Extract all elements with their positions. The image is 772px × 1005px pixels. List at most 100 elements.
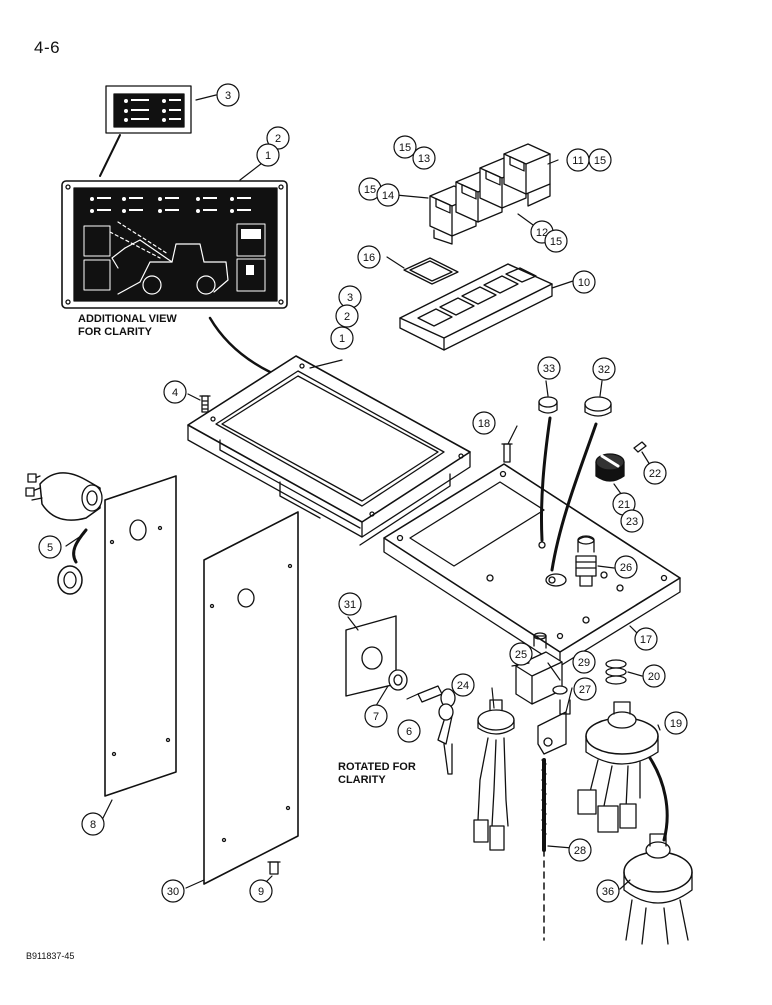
- callout-number: 1: [339, 333, 345, 345]
- callout-5: 5: [38, 535, 62, 559]
- callout-16: 16: [357, 245, 381, 269]
- callout-number: 1: [265, 150, 271, 162]
- callout-number: 24: [457, 680, 469, 692]
- callout-6: 6: [397, 719, 421, 743]
- callout-circle: [357, 245, 381, 269]
- callout-number: 23: [626, 516, 638, 528]
- callout-3: 3: [338, 285, 362, 309]
- callout-number: 10: [578, 277, 590, 289]
- callout-circle: [376, 183, 400, 207]
- callout-number: 4: [172, 387, 178, 399]
- ignition-switch: [25, 472, 103, 521]
- callout-15: 15: [393, 135, 417, 159]
- callout-28: 28: [568, 838, 592, 862]
- callout-circle: [472, 411, 496, 435]
- callout-number: 20: [648, 671, 660, 683]
- callout-number: 19: [670, 718, 682, 730]
- instrument-panel-bezel: [187, 355, 471, 546]
- callout-number: 3: [225, 90, 231, 102]
- callout-circle: [249, 879, 273, 903]
- callout-15: 15: [544, 229, 568, 253]
- callout-number: 31: [344, 599, 356, 611]
- callout-circle: [643, 461, 667, 485]
- callout-circle: [620, 509, 644, 533]
- callout-13: 13: [412, 146, 436, 170]
- callout-number: 14: [382, 190, 394, 202]
- callout-24: 24: [451, 673, 475, 697]
- side-panel-part-8: [104, 475, 177, 797]
- callout-number: 9: [258, 886, 264, 898]
- callout-19: 19: [664, 711, 688, 735]
- nut-part-7: [388, 669, 408, 691]
- callout-number: 28: [574, 845, 586, 857]
- callout-number: 33: [543, 363, 555, 375]
- callout-2: 2: [335, 304, 359, 328]
- warning-decal-part-3: [105, 85, 192, 134]
- callout-number: 32: [598, 364, 610, 376]
- callout-circle: [81, 812, 105, 836]
- callout-number: 3: [347, 292, 353, 304]
- callout-number: 15: [399, 142, 411, 154]
- note-line: ADDITIONAL VIEW: [78, 313, 177, 325]
- plug-part-33: [538, 396, 558, 414]
- callout-number: 17: [640, 634, 652, 646]
- callout-circle: [572, 650, 596, 674]
- callout-number: 16: [363, 252, 375, 264]
- callout-circle: [592, 357, 616, 381]
- washer-part-5: [57, 565, 83, 595]
- callout-circle: [330, 326, 354, 350]
- washer-part-20: [605, 659, 627, 685]
- washer-part-29: [552, 685, 568, 695]
- push-button-part-26: [575, 535, 597, 587]
- callout-1: 1: [330, 326, 354, 350]
- callout-17: 17: [634, 627, 658, 651]
- callout-circle: [161, 879, 185, 903]
- callout-circle: [509, 642, 533, 666]
- cable-part-28: [541, 758, 547, 941]
- plug-part-32: [584, 396, 612, 417]
- callout-circle: [393, 135, 417, 159]
- callout-10: 10: [572, 270, 596, 294]
- callout-circle: [537, 356, 561, 380]
- key-part-6: [417, 685, 456, 775]
- callout-circle: [573, 677, 597, 701]
- callout-9: 9: [249, 879, 273, 903]
- figure-code: B911837-45: [26, 951, 75, 961]
- switch-part-27: [537, 699, 571, 755]
- callout-circle: [266, 126, 290, 150]
- callout-circle: [568, 838, 592, 862]
- callout-circle: [412, 146, 436, 170]
- callout-number: 13: [418, 153, 430, 165]
- screw-part-18: [501, 443, 513, 463]
- bracket-plate-part-31: [345, 615, 397, 697]
- callout-circle: [572, 270, 596, 294]
- callout-20: 20: [642, 664, 666, 688]
- callout-23: 23: [620, 509, 644, 533]
- callout-26: 26: [614, 555, 638, 579]
- callout-circle: [216, 83, 240, 107]
- callout-number: 2: [344, 311, 350, 323]
- callout-3: 3: [216, 83, 240, 107]
- callout-number: 27: [579, 684, 591, 696]
- callout-number: 15: [594, 155, 606, 167]
- callout-11: 11: [566, 148, 590, 172]
- callout-4: 4: [163, 380, 187, 404]
- callout-29: 29: [572, 650, 596, 674]
- callout-circle: [335, 304, 359, 328]
- callout-circle: [397, 719, 421, 743]
- callout-32: 32: [592, 357, 616, 381]
- callout-circle: [38, 535, 62, 559]
- rocker-switch-assembly: [429, 143, 551, 245]
- callout-circle: [588, 148, 612, 172]
- note-additional-view: ADDITIONAL VIEW FOR CLARITY: [78, 313, 177, 339]
- knob-part-21: [595, 453, 625, 482]
- callout-33: 33: [537, 356, 561, 380]
- callout-number: 7: [373, 711, 379, 723]
- callout-7: 7: [364, 704, 388, 728]
- callout-27: 27: [573, 677, 597, 701]
- callout-circle: [256, 143, 280, 167]
- callout-number: 18: [478, 418, 490, 430]
